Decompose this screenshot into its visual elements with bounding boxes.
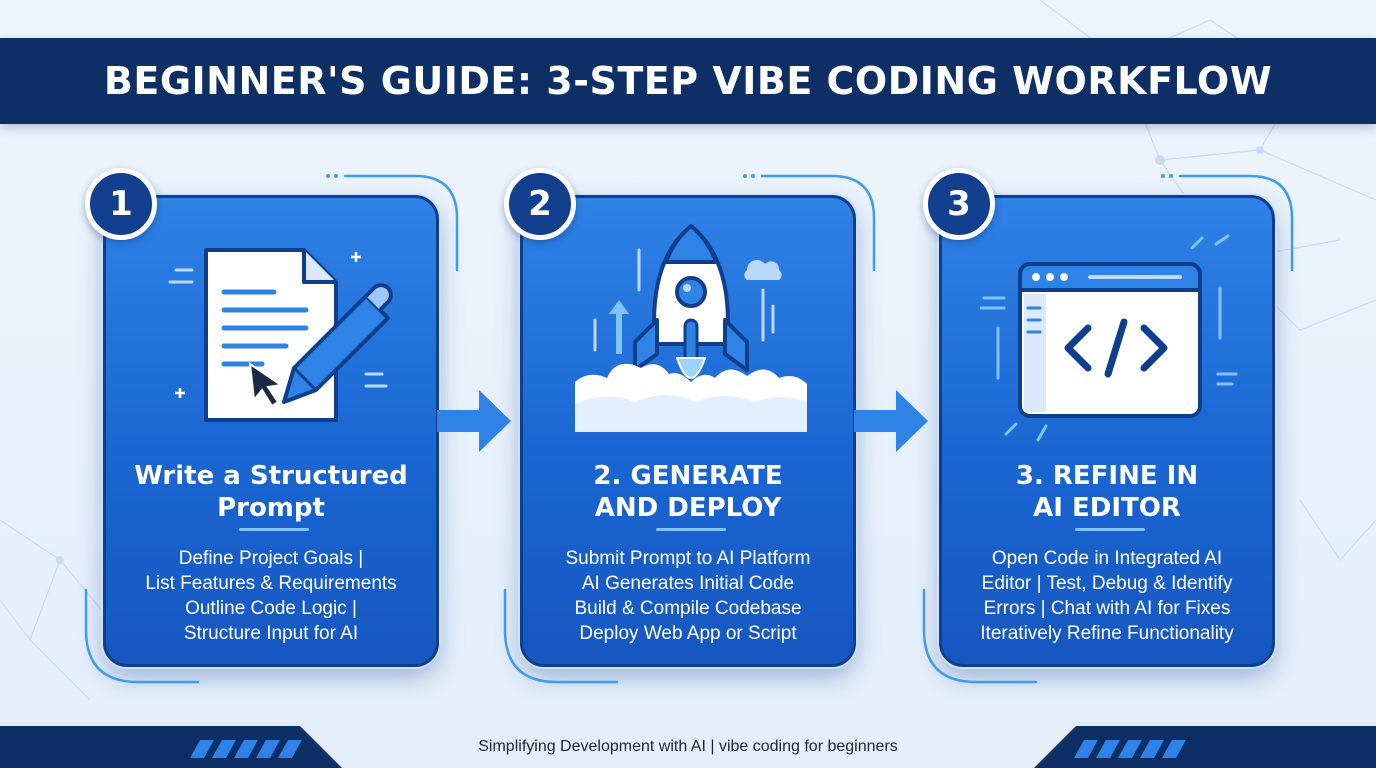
arrow-right-icon: [437, 390, 511, 452]
document-pencil-icon: [168, 248, 393, 422]
step-title: 2. GENERATE AND DEPLOY: [593, 461, 783, 523]
step-title: Write a Structured Prompt: [134, 461, 408, 523]
step-description: Submit Prompt to AI Platform AI Generate…: [565, 548, 811, 644]
footer-caption: Simplifying Development with AI | vibe c…: [478, 738, 898, 755]
step-description: Define Project Goals | List Features & R…: [145, 548, 397, 644]
arrow-right-icon: [854, 390, 928, 452]
step-description: Open Code in Integrated AI Editor | Test…: [980, 548, 1234, 644]
title-banner: BEGINNER'S GUIDE: 3-STEP VIBE CODING WOR…: [0, 38, 1376, 124]
step-card-3: 3. REFINE IN AI EDITOR Open Code in Inte…: [939, 195, 1275, 667]
step-badge-2: 2: [504, 168, 576, 240]
footer-stripe-left: [0, 726, 342, 768]
title-underline: [1075, 528, 1145, 531]
step-badge-1: 1: [85, 168, 157, 240]
step-badge-3: 3: [923, 168, 995, 240]
step-card-1: Write a Structured Prompt Define Project…: [103, 195, 439, 667]
page-title: BEGINNER'S GUIDE: 3-STEP VIBE CODING WOR…: [103, 59, 1273, 103]
step-card-2: 2. GENERATE AND DEPLOY Submit Prompt to …: [520, 195, 856, 667]
title-underline: [239, 528, 309, 531]
rocket-icon: [575, 224, 807, 432]
footer-stripe-right: [1034, 726, 1376, 768]
title-underline: [656, 528, 726, 531]
step-title: 3. REFINE IN AI EDITOR: [1015, 461, 1199, 523]
code-window-icon: [980, 234, 1238, 442]
